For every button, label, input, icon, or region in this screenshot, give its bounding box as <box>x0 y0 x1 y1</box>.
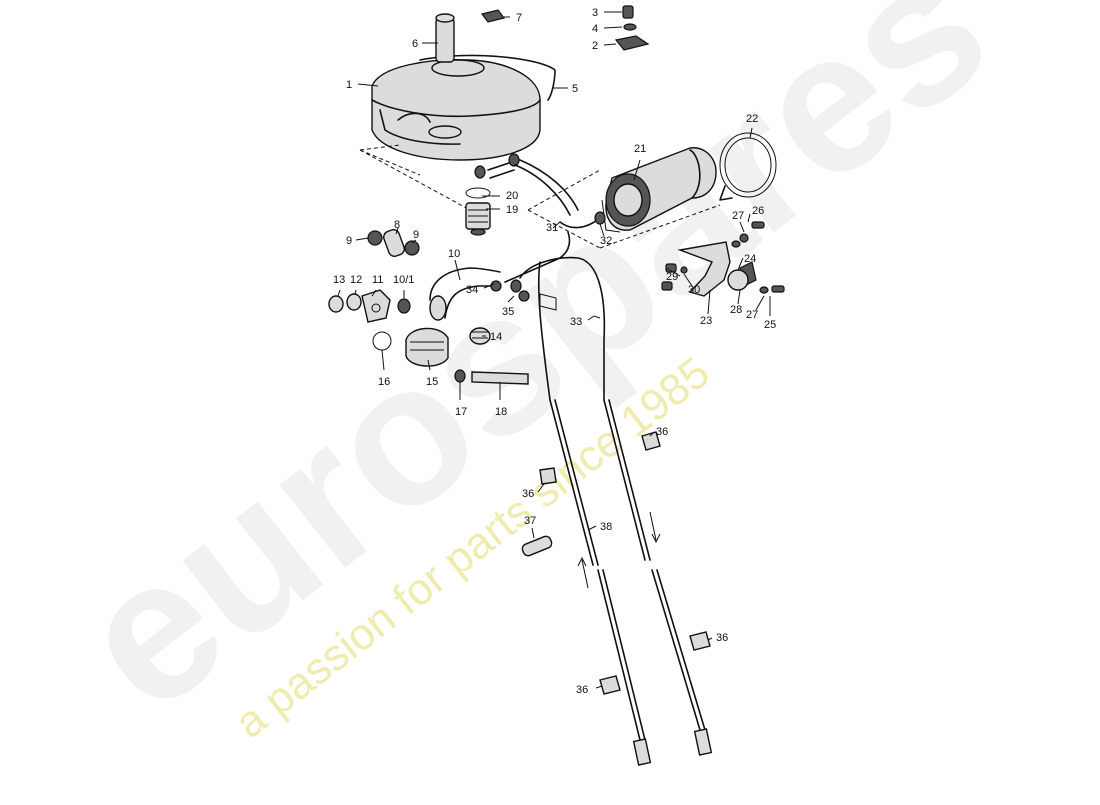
callout-13: 13 <box>333 274 345 286</box>
callout-12: 12 <box>350 274 362 286</box>
callout-24: 24 <box>744 253 756 265</box>
callout-37: 37 <box>524 515 536 527</box>
callout-36-a: 36 <box>656 426 668 438</box>
callout-32: 32 <box>600 235 612 247</box>
callout-14: 14 <box>490 331 502 343</box>
callout-11: 11 <box>372 274 383 286</box>
callout-18: 18 <box>495 406 507 418</box>
callout-27-top: 27 <box>732 210 744 222</box>
callout-8: 8 <box>394 219 400 231</box>
callout-4: 4 <box>592 23 598 35</box>
callout-36-b: 36 <box>522 488 534 500</box>
callout-36-d: 36 <box>576 684 588 696</box>
callout-1: 1 <box>346 79 352 91</box>
callout-36-c: 36 <box>716 632 728 644</box>
grommets <box>521 431 711 695</box>
callout-9-left: 9 <box>346 235 352 247</box>
callout-23: 23 <box>700 315 712 327</box>
callout-9-right: 9 <box>413 229 419 241</box>
callout-19: 19 <box>506 204 518 216</box>
callout-25: 25 <box>764 319 776 331</box>
callout-17: 17 <box>455 406 467 418</box>
callout-30: 30 <box>688 284 700 296</box>
callout-26: 26 <box>752 205 764 217</box>
callout-6: 6 <box>412 38 418 50</box>
fuel-lines <box>490 211 713 766</box>
callout-38: 38 <box>600 521 612 533</box>
bracket-parts <box>614 5 650 51</box>
callout-labels: 1 2 3 4 5 6 7 8 9 9 10 10/1 11 12 13 14 … <box>333 7 776 696</box>
callout-27-bottom: 27 <box>746 309 758 321</box>
callout-3: 3 <box>592 7 598 19</box>
fuel-pump <box>527 132 777 249</box>
tank-lines <box>465 153 579 236</box>
callout-2: 2 <box>592 40 598 52</box>
callout-22: 22 <box>746 113 758 125</box>
callout-5: 5 <box>572 83 578 95</box>
callout-15: 15 <box>426 376 438 388</box>
callout-21: 21 <box>634 143 646 155</box>
callout-33: 33 <box>570 316 582 328</box>
callout-7: 7 <box>516 12 522 24</box>
fuel-tank <box>359 9 556 211</box>
pump-bracket <box>661 221 785 297</box>
callout-16: 16 <box>378 376 390 388</box>
callout-29: 29 <box>666 271 678 283</box>
left-small-parts <box>328 289 529 385</box>
callout-31: 31 <box>546 222 558 234</box>
hose-group <box>367 229 501 321</box>
callout-20: 20 <box>506 190 518 202</box>
callout-35: 35 <box>502 306 514 318</box>
callout-10: 10 <box>448 248 460 260</box>
leader-lines <box>337 11 771 689</box>
callout-10-1: 10/1 <box>393 274 414 286</box>
callout-34: 34 <box>466 284 478 296</box>
callout-28: 28 <box>730 304 742 316</box>
